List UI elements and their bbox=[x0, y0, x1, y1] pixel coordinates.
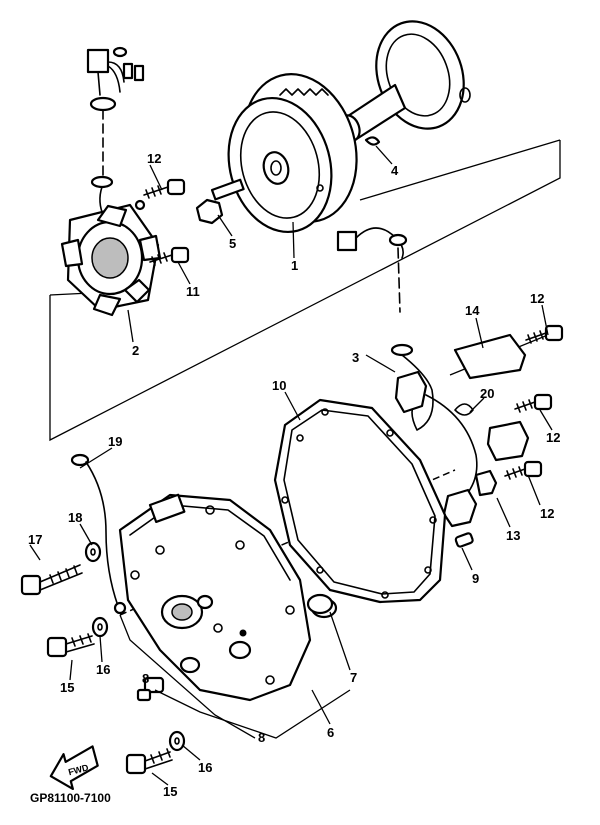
neutral-switch-part bbox=[486, 420, 530, 462]
bolt-15-lower-part bbox=[125, 748, 173, 775]
flywheel-nut-part bbox=[195, 178, 245, 225]
bolt-17-part bbox=[20, 564, 83, 596]
callout-12-middle-right: 12 bbox=[546, 430, 560, 445]
bolt-11 bbox=[149, 246, 190, 266]
callout-9: 9 bbox=[472, 571, 479, 586]
callout-3: 3 bbox=[352, 350, 359, 365]
callout-2: 2 bbox=[132, 343, 139, 358]
crankcase-cover-gasket-part bbox=[273, 398, 447, 604]
diagram-code: GP81100-7100 bbox=[30, 791, 111, 805]
forward-direction-arrow-icon: FWD bbox=[49, 745, 99, 791]
washer-16-upper-part bbox=[91, 616, 109, 638]
callout-19: 19 bbox=[108, 434, 122, 449]
bolt-12-middle-right bbox=[514, 393, 553, 413]
bolt-12-upper-left bbox=[134, 178, 186, 211]
callout-6: 6 bbox=[327, 725, 334, 740]
stator-assembly-part bbox=[60, 203, 162, 317]
callout-14: 14 bbox=[465, 303, 480, 318]
callout-12-upper-left: 12 bbox=[147, 151, 161, 166]
callout-13: 13 bbox=[506, 528, 520, 543]
bolt-12-upper-right bbox=[525, 324, 564, 344]
ground-lead-part bbox=[70, 453, 127, 615]
callout-7: 7 bbox=[350, 670, 357, 685]
assembly-boundary-line bbox=[49, 140, 561, 442]
callout-12-lower-right: 12 bbox=[540, 506, 554, 521]
stator-lead-connector bbox=[86, 46, 145, 218]
callout-20: 20 bbox=[480, 386, 494, 401]
callout-4: 4 bbox=[391, 163, 399, 178]
cover-plug-part bbox=[136, 676, 165, 702]
callout-5: 5 bbox=[229, 236, 236, 251]
callout-15-lower: 15 bbox=[163, 784, 177, 799]
woodruff-key-part bbox=[364, 136, 381, 146]
washer-16-lower-part bbox=[168, 730, 186, 752]
leader-lines bbox=[29, 145, 553, 786]
bolt-12-lower-right bbox=[504, 460, 543, 480]
callout-15-upper: 15 bbox=[60, 680, 74, 695]
dowel-pin-part bbox=[454, 532, 474, 548]
callout-16-lower: 16 bbox=[198, 760, 212, 775]
callout-18: 18 bbox=[68, 510, 82, 525]
collar-part bbox=[306, 593, 338, 619]
rotor-shaft-part bbox=[339, 20, 471, 142]
pickup-coil-part bbox=[336, 227, 498, 528]
callout-8-left: 8 bbox=[142, 671, 149, 686]
callout-11: 11 bbox=[186, 284, 200, 299]
lead-bracket-part bbox=[453, 333, 527, 380]
callout-17: 17 bbox=[28, 532, 42, 547]
bolt-15-upper-part bbox=[46, 633, 95, 658]
flywheel-part bbox=[227, 73, 358, 234]
callout-10: 10 bbox=[272, 378, 286, 393]
washer-18-part bbox=[84, 541, 102, 563]
callout-16-upper: 16 bbox=[96, 662, 110, 677]
clamp-part bbox=[454, 403, 474, 416]
callout-labels: 1 2 3 4 5 6 7 8 8 9 10 11 12 12 12 12 13… bbox=[28, 151, 560, 799]
callout-12-upper-right: 12 bbox=[530, 291, 544, 306]
crankcase-cover-part bbox=[118, 493, 312, 702]
callout-1: 1 bbox=[291, 258, 298, 273]
callout-8-bottom: 8 bbox=[258, 730, 265, 745]
